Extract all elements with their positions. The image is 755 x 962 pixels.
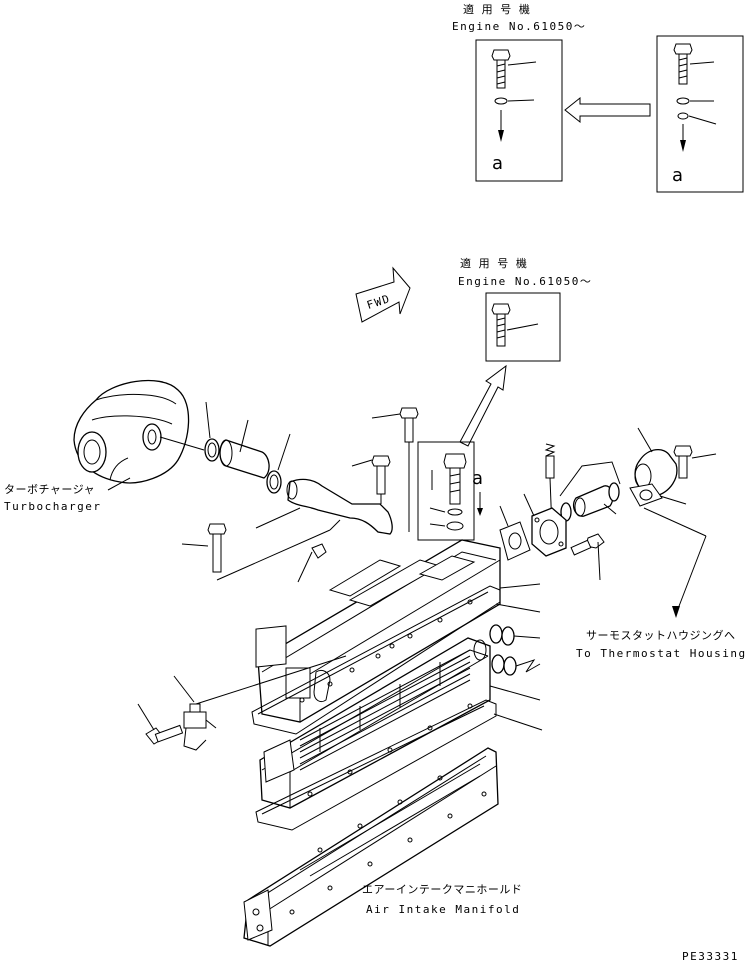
thermostat-label-jp: サーモスタットハウジングへ [586, 628, 736, 642]
bolt-flange [570, 533, 605, 581]
bolt-pipe-2 [371, 407, 419, 532]
rubber-hose [219, 419, 270, 479]
detail-letter-old: a [672, 165, 683, 186]
air-intake-manifold [243, 747, 499, 947]
detail-marker-main: a [472, 468, 483, 489]
core-gasket [255, 699, 543, 831]
manifold-label-jp: エアーインテークマニホールド [362, 883, 522, 896]
connector-pipe [255, 478, 393, 535]
bolt-elbow [673, 445, 717, 479]
detail-box-mid [485, 292, 561, 362]
applicable-engine-header-top: 適 用 号 機 Engine No.61050～ [452, 2, 586, 33]
detail-letter-new: a [492, 153, 503, 174]
turbocharger [73, 379, 205, 484]
boost-sensor [173, 655, 347, 751]
arrow-up-right-icon [459, 364, 507, 447]
detail-box-old: a [656, 35, 744, 193]
drawing-code: PE33331 [682, 950, 739, 962]
manifold-label-en: Air Intake Manifold [366, 903, 520, 916]
hose-clamp-1 [204, 401, 220, 462]
thermostat-label-en: To Thermostat Housing [576, 647, 747, 660]
elbow-gasket [629, 483, 707, 618]
thermostat-elbow [634, 427, 678, 497]
flange-gasket [499, 505, 531, 561]
hose-thermostat [559, 461, 621, 522]
applicable-engine-header-mid: 適 用 号 機 Engine No.61050～ [458, 256, 592, 288]
turbocharger-label-en: Turbocharger [4, 500, 101, 513]
bolt-sensor [137, 703, 184, 745]
hose-clamp-2 [266, 433, 291, 494]
o-rings [489, 624, 541, 676]
fwd-arrow-icon: FWD [355, 266, 411, 323]
engine-serial-top: Engine No.61050～ [452, 20, 586, 33]
detail-box-new: a [475, 39, 563, 182]
bolt-left [181, 519, 341, 581]
engine-serial-mid: Engine No.61050～ [458, 275, 592, 288]
turbocharger-label-jp: ターボチャージャ [4, 483, 95, 496]
sensor-plug [297, 543, 327, 583]
arrow-left-icon [564, 96, 651, 124]
bolt-washer-group [417, 441, 475, 541]
applicable-engine-title-mid: 適 用 号 機 [460, 256, 527, 270]
cover-gasket [251, 585, 541, 735]
bolt-pipe-1 [351, 455, 391, 504]
water-outlet-flange [523, 493, 567, 557]
applicable-engine-title-top: 適 用 号 機 [463, 2, 530, 16]
